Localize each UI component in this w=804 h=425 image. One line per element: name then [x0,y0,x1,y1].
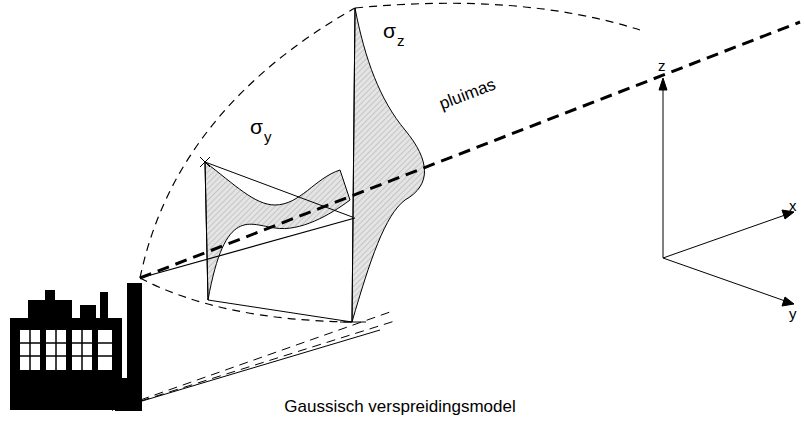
axis-label: x [789,198,797,213]
sigma-symbol: σ [383,20,396,41]
plume-label: pluimas [437,76,498,113]
subscript-label: y [264,129,272,144]
figure-caption: Gaussisch verspreidingsmodel [284,398,516,415]
sigma-symbol: σ [250,116,263,137]
subscript-label: z [397,33,405,48]
axis-label: z [658,58,666,73]
axis-label: y [789,306,797,321]
